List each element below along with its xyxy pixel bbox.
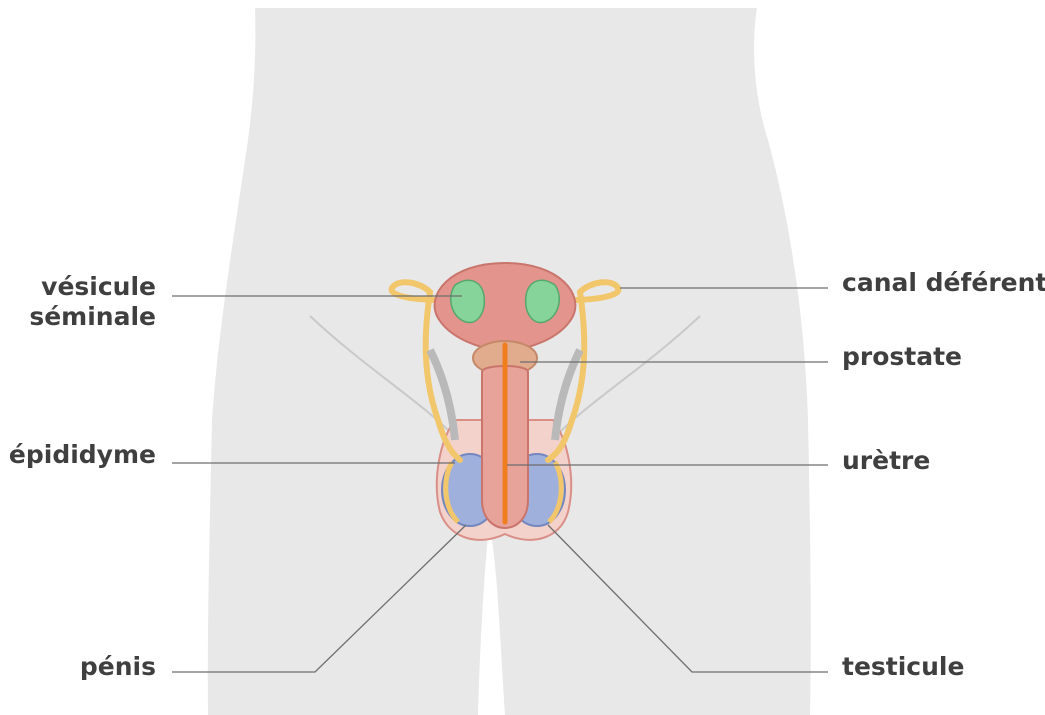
right-seminal-vesicle bbox=[526, 280, 560, 322]
label-epididyme: épididyme bbox=[6, 440, 156, 470]
label-uretre: urètre bbox=[842, 446, 930, 476]
left-seminal-vesicle bbox=[451, 280, 485, 322]
label-vesicule: vésicule séminale bbox=[20, 272, 156, 332]
label-canal-deferent: canal déférent bbox=[842, 268, 1045, 298]
label-testicule: testicule bbox=[842, 652, 964, 682]
label-vesicule-line2: séminale bbox=[20, 302, 156, 332]
label-vesicule-line1: vésicule bbox=[20, 272, 156, 302]
label-prostate: prostate bbox=[842, 342, 962, 372]
label-penis: pénis bbox=[40, 652, 156, 682]
